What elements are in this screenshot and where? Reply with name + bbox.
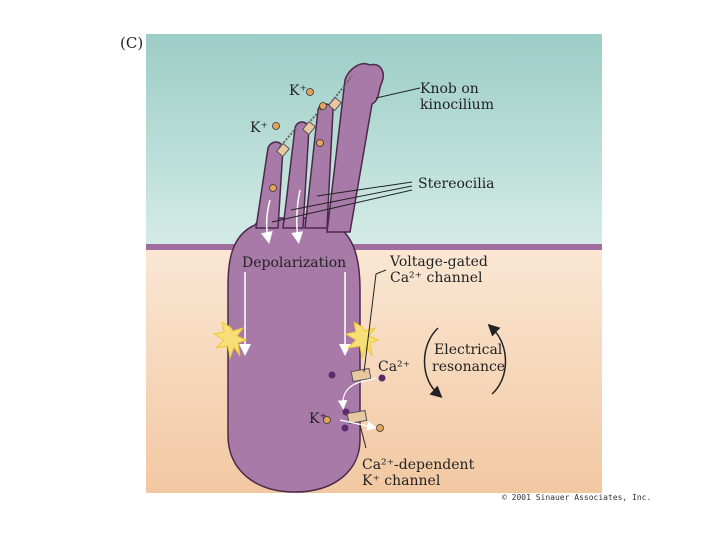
label-k-ion-top2: K⁺ (250, 120, 268, 136)
k-ion (306, 88, 314, 96)
current-arrow (260, 199, 273, 244)
label-stereocilia: Stereocilia (418, 176, 495, 192)
label-kca-line2: K⁺ channel (362, 473, 441, 489)
label-kca-line1: Ca²⁺-dependent (362, 457, 475, 473)
label-depolarization: Depolarization (242, 255, 347, 271)
k-ion (376, 424, 384, 432)
leader-knob (375, 87, 421, 99)
ca-ion (328, 371, 336, 379)
label-knob-line2: kinocilium (420, 97, 494, 113)
k-ion (269, 184, 277, 192)
ca-ion (341, 424, 349, 432)
label-ca-ion: Ca²⁺ (378, 359, 411, 375)
resonance-arrow-left (423, 327, 443, 398)
leader-stereocilia-3 (271, 189, 413, 223)
k-ion (323, 416, 331, 424)
depolarization-flash-left (212, 320, 248, 360)
leader-vg-channel (363, 269, 387, 373)
label-electrical-line1: Electrical (434, 342, 503, 358)
k-ion (316, 139, 324, 147)
copyright-notice: © 2001 Sinauer Associates, Inc. (502, 493, 652, 502)
label-vg-line1: Voltage-gated (390, 254, 488, 270)
reticular-lamina (146, 244, 602, 250)
panel-label: (C) (120, 34, 144, 52)
resonance-arrow-right (487, 323, 507, 395)
label-k-ion-bottom: K⁺ (309, 411, 327, 427)
leader-stereocilia-2 (290, 185, 413, 211)
transduction-channel-2 (302, 120, 316, 136)
label-knob-line1: Knob on (420, 81, 479, 97)
depolarization-flash-right (344, 320, 380, 360)
label-k-ion-top1: K⁺ (289, 83, 307, 99)
ca-dependent-k-channel (346, 409, 368, 425)
transduction-channel-3 (328, 96, 342, 112)
k-ion (319, 102, 327, 110)
transduction-channel-1 (276, 142, 290, 158)
k-efflux-arrow (339, 419, 377, 431)
k-ion (272, 122, 280, 130)
leader-stereocilia-1 (316, 181, 413, 197)
perilymph-region (146, 246, 602, 493)
label-electrical-line2: resonance (432, 359, 506, 375)
leader-kca-channel (359, 424, 367, 449)
kinocilium (326, 63, 384, 233)
tip-link-3 (329, 75, 353, 105)
voltage-gated-ca-channel (350, 367, 372, 383)
ca-ion (378, 374, 386, 382)
ca-influx-arrow (337, 377, 377, 410)
stereocilium-tall (304, 103, 334, 229)
label-vg-line2: Ca²⁺ channel (390, 270, 483, 286)
